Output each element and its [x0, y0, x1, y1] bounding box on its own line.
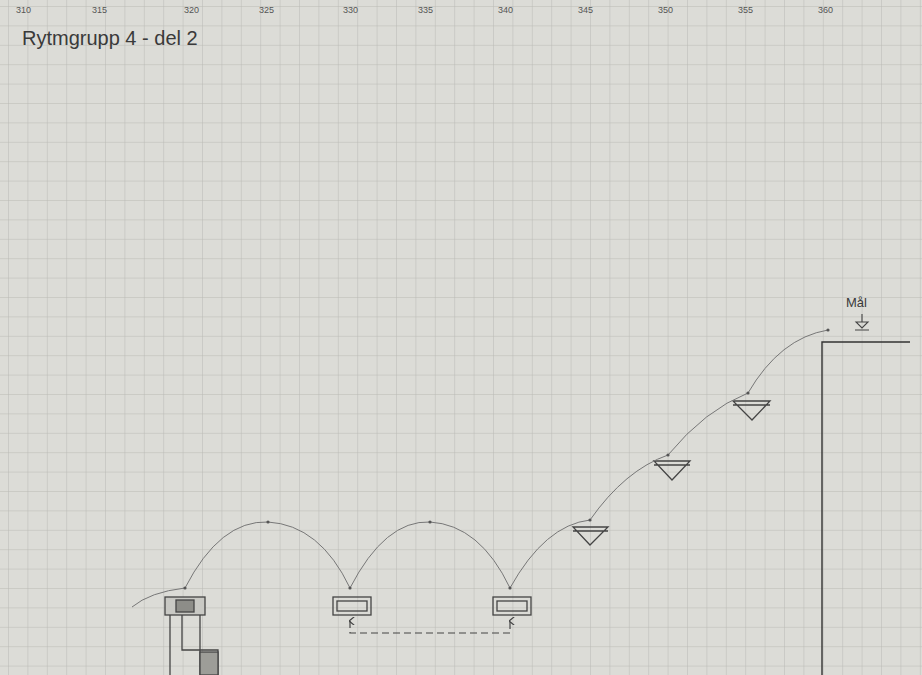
goal-arrow: [855, 314, 869, 330]
movement-path: [350, 621, 510, 633]
column-number: 355: [738, 6, 753, 15]
goal-ledge: [822, 342, 910, 675]
sheet-title: Rytmgrupp 4 - del 2: [22, 28, 198, 48]
goal-label: Mål: [846, 296, 867, 309]
column-number: 310: [16, 6, 31, 15]
column-number: 330: [343, 6, 358, 15]
triangle-platform: [573, 401, 770, 545]
column-number: 325: [259, 6, 274, 15]
column-number: 345: [578, 6, 593, 15]
start-platform: [165, 597, 218, 675]
column-number: 335: [418, 6, 433, 15]
column-number: 340: [498, 6, 513, 15]
moving-platform: [333, 597, 531, 615]
column-number: 320: [184, 6, 199, 15]
column-number: 360: [818, 6, 833, 15]
column-number: 315: [92, 6, 107, 15]
column-number: 350: [658, 6, 673, 15]
jump-point: [183, 328, 829, 589]
jump-arc: [132, 330, 828, 607]
